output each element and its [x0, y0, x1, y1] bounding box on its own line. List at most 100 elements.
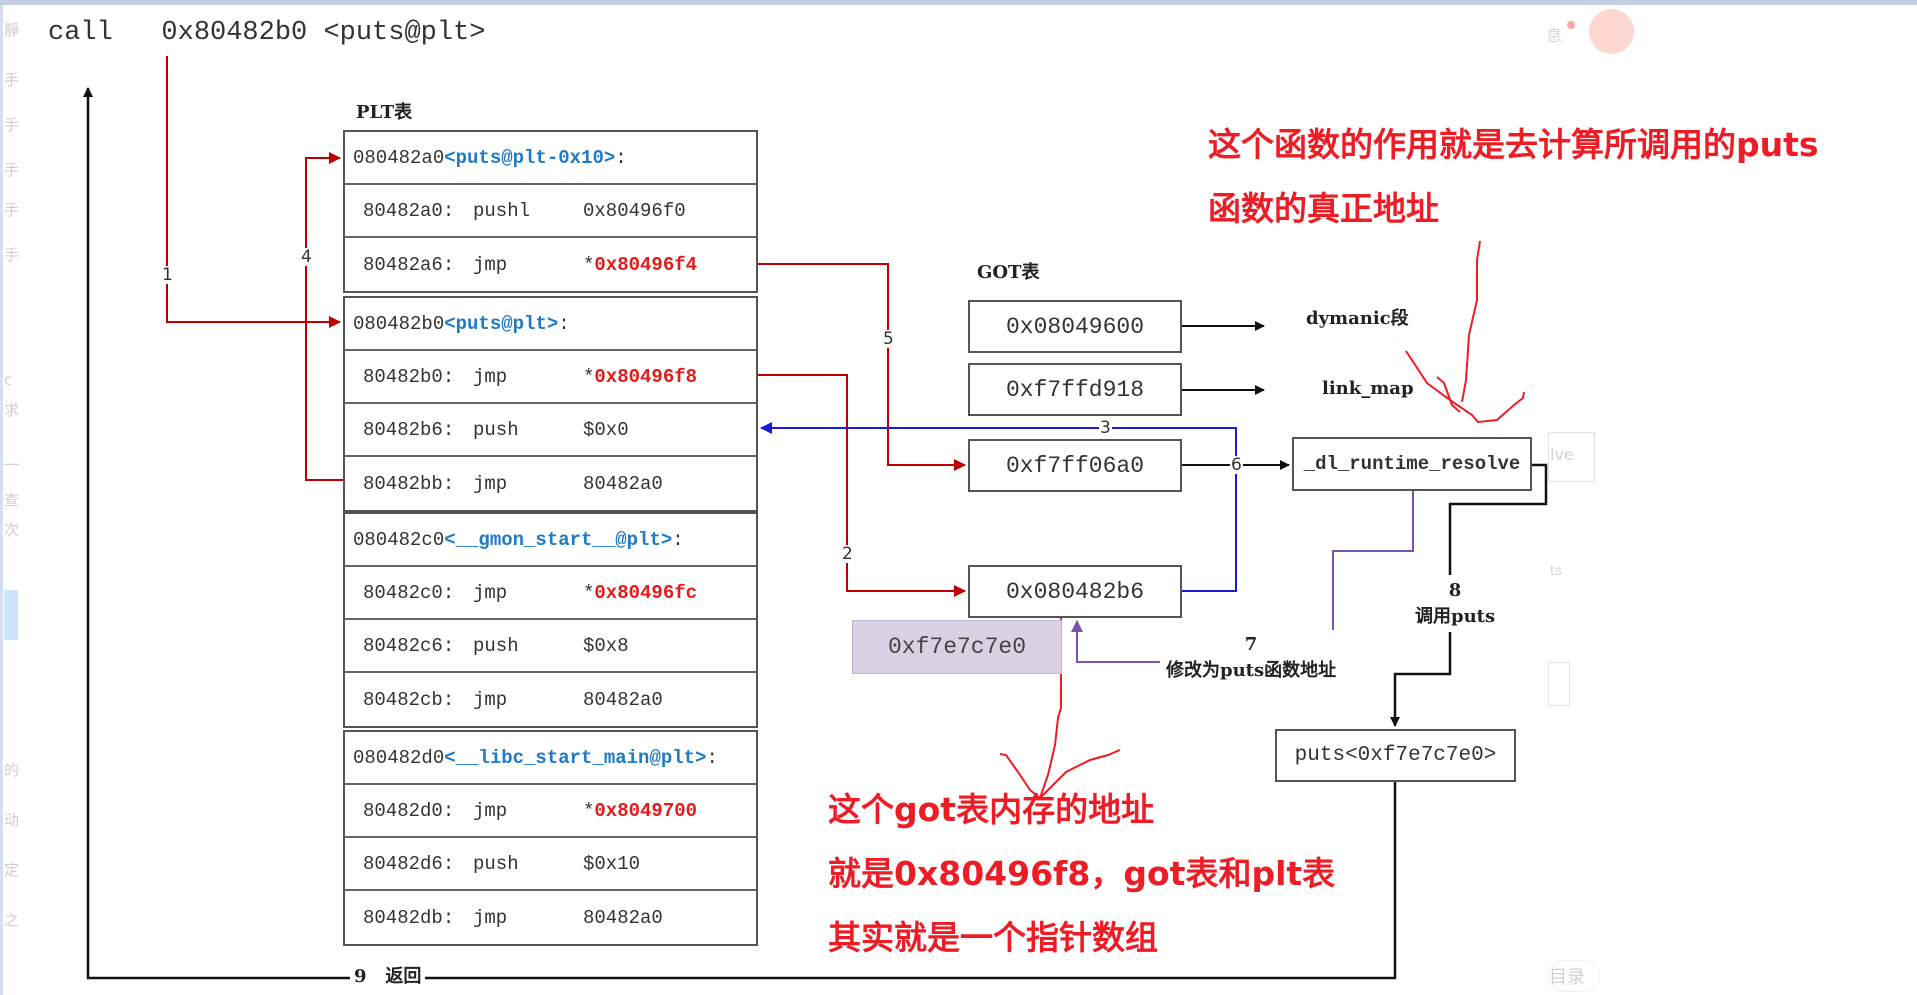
background-sidebar-fragment: 手	[4, 161, 20, 179]
instruction-opcode: push	[473, 418, 519, 441]
plt-header-address: 080482c0	[353, 528, 445, 551]
step-8-line-lower	[1390, 632, 1452, 727]
background-sidebar-fragment: c	[4, 371, 13, 389]
dynamic-section-label: dymanic段	[1306, 308, 1409, 329]
instruction-operand: 0x8049700	[594, 799, 698, 822]
plt-header-suffix: :	[615, 146, 627, 169]
instruction-opcode: jmp	[473, 365, 508, 388]
plt-entry-header: 080482a0 <puts@plt-0x10>:	[345, 132, 756, 185]
return-path-line	[83, 87, 1397, 980]
instruction-operand: 0x80496f0	[583, 199, 686, 222]
background-message-label: 息	[1546, 26, 1563, 45]
got-annotation: 这个got表内存的地址 就是0x80496f8，got表和plt表 其实就是一个…	[828, 778, 1335, 970]
plt-instruction-row: 80482b6:push$0x0	[345, 404, 756, 457]
call-address: 0x80482b0	[161, 18, 308, 48]
instruction-operand: 0x80496fc	[594, 581, 698, 604]
handdrawn-arrow-top	[1405, 240, 1525, 424]
instruction-address: 80482cb:	[363, 688, 455, 711]
plt-instruction-row: 80482c0:jmp*0x80496fc	[345, 567, 756, 620]
instruction-opcode: jmp	[473, 472, 508, 495]
plt-header-suffix: :	[672, 528, 684, 551]
instruction-operand: $0x10	[583, 852, 641, 875]
step-6-number: 6	[1230, 455, 1243, 475]
plt-instruction-row: 80482d6:push$0x10	[345, 838, 756, 891]
plt-header-symbol: <puts@plt-0x10>	[444, 146, 616, 169]
instruction-address: 80482a0:	[363, 199, 455, 222]
resolver-annotation-line: 函数的真正地址	[1208, 189, 1439, 228]
plt-header-suffix: :	[558, 312, 570, 335]
instruction-address: 80482b6:	[363, 418, 455, 441]
instruction-opcode: jmp	[473, 688, 508, 711]
instruction-operand: 0x80496f4	[594, 253, 698, 276]
background-sidebar-fragment: 靜	[4, 21, 20, 39]
plt-entry-group: 080482c0 <__gmon_start__@plt>:80482c0:jm…	[343, 512, 758, 728]
resolver-annotation: 这个函数的作用就是去计算所调用的puts 函数的真正地址	[1208, 113, 1819, 241]
instruction-opcode: push	[473, 634, 519, 657]
plt-entry-header: 080482c0 <__gmon_start__@plt>:	[345, 514, 756, 567]
plt-header-address: 080482a0	[353, 146, 445, 169]
got-entry-1: 0xf7ffd918	[968, 363, 1182, 416]
plt-instruction-row: 80482a6:jmp*0x80496f4	[345, 238, 756, 291]
got-entry-2: 0xf7ff06a0	[968, 439, 1182, 492]
background-sidebar-fragment: 手	[4, 71, 20, 89]
step-7-line-lower	[1071, 620, 1160, 663]
instruction-opcode: jmp	[473, 799, 508, 822]
instruction-prefix: *	[583, 253, 595, 276]
link-map-label: link_map	[1322, 378, 1414, 399]
step-9-number: 9	[354, 966, 367, 987]
plt-table-title: PLT表	[356, 102, 413, 123]
step-7-number: 7	[1244, 634, 1258, 655]
instruction-address: 80482c0:	[363, 581, 455, 604]
background-fragment: lve	[1550, 445, 1574, 464]
call-symbol: <puts@plt>	[323, 18, 486, 48]
step-8-number: 8	[1448, 580, 1462, 601]
step-8-line-upper	[1448, 463, 1548, 575]
background-sidebar-fragment: 手	[4, 246, 20, 264]
step-8-label: 8 调用puts	[1415, 578, 1496, 630]
background-sidebar-fragment: 的	[4, 761, 20, 779]
instruction-prefix: *	[583, 799, 595, 822]
step-4-number: 4	[300, 247, 313, 267]
instruction-address: 80482c6:	[363, 634, 455, 657]
got-table-title: GOT表	[977, 262, 1040, 283]
got-annotation-line: 其实就是一个指针数组	[828, 918, 1158, 957]
background-box	[1548, 432, 1595, 482]
plt-header-symbol: <__libc_start_main@plt>	[444, 746, 707, 769]
step-2-line	[758, 374, 966, 597]
instruction-address: 80482a6:	[363, 253, 455, 276]
instruction-address: 80482d0:	[363, 799, 455, 822]
browser-top-bar	[0, 0, 1917, 5]
plt-instruction-row: 80482d0: jmp *0x8049700	[345, 785, 756, 838]
plt-header-symbol: <puts@plt>	[444, 312, 559, 335]
instruction-operand: 0x80496f8	[594, 365, 698, 388]
plt-header-address: 080482b0	[353, 312, 445, 335]
plt-entry-header: 080482b0 <puts@plt>:	[345, 298, 756, 351]
instruction-opcode: push	[473, 852, 519, 875]
step-7-text: 修改为puts函数地址	[1166, 660, 1337, 681]
step-2-number: 2	[841, 544, 854, 564]
instruction-operand: $0x8	[583, 634, 629, 657]
plt-header-suffix: :	[706, 746, 718, 769]
background-sidebar-fragment: 动	[4, 811, 20, 829]
instruction-opcode: pushl	[473, 199, 531, 222]
plt-instruction-row: 80482a0: pushl 0x80496f0	[345, 185, 756, 238]
call-instruction: call 0x80482b0 <puts@plt>	[48, 18, 485, 48]
got-resolved-value: 0xf7e7c7e0	[852, 620, 1062, 674]
dl-runtime-resolve-box: _dl_runtime_resolve	[1292, 437, 1532, 491]
step-3-number: 3	[1099, 418, 1112, 438]
table-of-contents-button[interactable]: 目录	[1548, 960, 1600, 992]
background-sidebar-fragment: 定	[4, 861, 20, 879]
step-5-line	[758, 263, 966, 471]
plt-header-address: 080482d0	[353, 746, 445, 769]
plt-instruction-row: 80482c6: push $0x8	[345, 620, 756, 673]
background-sidebar-fragment: 之	[4, 911, 20, 929]
call-mnemonic: call	[48, 18, 113, 48]
left-page-edge	[0, 5, 3, 995]
got-annotation-line: 这个got表内存的地址	[828, 790, 1155, 829]
step-1-number: 1	[161, 265, 174, 285]
plt-entry-group: 080482d0 <__libc_start_main@plt>: 80482d0…	[343, 730, 758, 946]
step-8-text: 调用puts	[1415, 606, 1496, 627]
